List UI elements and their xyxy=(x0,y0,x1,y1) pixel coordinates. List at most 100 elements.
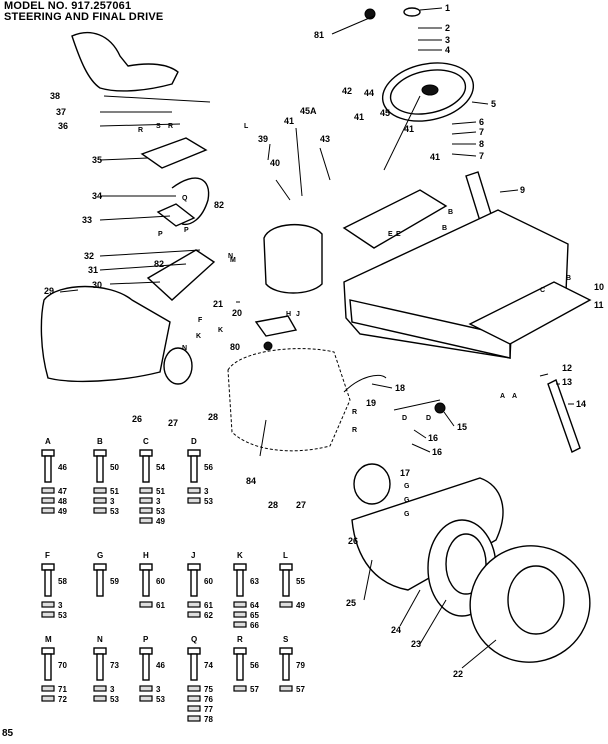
hardware-part-number: 51 xyxy=(156,487,165,496)
letter-g3: G xyxy=(404,511,410,518)
hardware-washer xyxy=(41,497,55,504)
bolt-head xyxy=(139,449,153,457)
hardware-bolt-number: 59 xyxy=(110,577,119,586)
letter-n2: N xyxy=(228,253,233,260)
hardware-bolt-number: 73 xyxy=(110,661,119,670)
hardware-part-number: 53 xyxy=(204,497,213,506)
callout-4: 4 xyxy=(445,45,450,55)
bolt-shank xyxy=(190,455,198,483)
callout-45: 45 xyxy=(380,108,390,118)
bolt-shank xyxy=(236,569,244,597)
hardware-bolt-number: 56 xyxy=(250,661,259,670)
hardware-bolt-number: 70 xyxy=(58,661,67,670)
hardware-letter-k: K xyxy=(237,551,243,560)
callout-25: 25 xyxy=(346,598,356,608)
callout-1: 1 xyxy=(445,3,450,13)
callout-40: 40 xyxy=(270,158,280,168)
drag-link xyxy=(343,374,387,393)
hardware-bolt-number: 63 xyxy=(250,577,259,586)
hardware-washer xyxy=(233,621,247,628)
callout-5: 5 xyxy=(491,99,496,109)
hardware-letter-m: M xyxy=(45,635,52,644)
bolt-shank xyxy=(44,569,52,597)
callout-41a: 41 xyxy=(284,116,294,126)
hardware-washer xyxy=(279,601,293,608)
bolt-head xyxy=(41,647,55,655)
hardware-letter-g: G xyxy=(97,551,103,560)
callout-13: 13 xyxy=(562,377,572,387)
hardware-shapes xyxy=(41,449,293,722)
hardware-washer xyxy=(139,685,153,692)
callout-2: 2 xyxy=(445,23,450,33)
letter-f: F xyxy=(198,317,203,324)
hardware-bolt-number: 54 xyxy=(156,463,165,472)
callout-19: 19 xyxy=(366,398,376,408)
letter-k2: K xyxy=(196,333,201,340)
hardware-letter-s: S xyxy=(283,635,289,644)
hardware-letter-a: A xyxy=(45,437,51,446)
bolt-head xyxy=(93,563,107,571)
hardware-washer xyxy=(233,601,247,608)
hardware-part-number: 47 xyxy=(58,487,67,496)
letter-r2: R xyxy=(168,123,173,130)
hardware-part-number: 57 xyxy=(296,685,305,694)
hardware-washer xyxy=(93,507,107,514)
callout-26a: 26 xyxy=(132,414,142,424)
callout-28a: 28 xyxy=(208,412,218,422)
hardware-bolt-number: 60 xyxy=(156,577,165,586)
callout-32: 32 xyxy=(84,251,94,261)
callout-37: 37 xyxy=(56,107,66,117)
hardware-part-number: 75 xyxy=(204,685,213,694)
letter-a1: A xyxy=(500,393,505,400)
hardware-washer xyxy=(41,507,55,514)
callout-7a: 7 xyxy=(479,127,484,137)
hardware-bolt-number: 74 xyxy=(204,661,213,670)
letter-g2: G xyxy=(404,497,410,504)
callout-3: 3 xyxy=(445,35,450,45)
seat-support-plate xyxy=(156,203,196,227)
bolt-head xyxy=(139,647,153,655)
callout-22: 22 xyxy=(453,669,463,679)
hardware-bolt-number: 58 xyxy=(58,577,67,586)
bolt-head xyxy=(93,449,107,457)
callout-14: 14 xyxy=(576,399,586,409)
callout-45a: 45A xyxy=(300,106,317,116)
seat xyxy=(71,32,179,92)
bolt-shank xyxy=(142,455,150,483)
callout-18: 18 xyxy=(395,383,405,393)
leader-lines xyxy=(59,7,574,669)
insert-1 xyxy=(403,7,421,17)
hardware-bolt-number: 79 xyxy=(296,661,305,670)
left-fender xyxy=(40,285,171,383)
hardware-washer xyxy=(93,685,107,692)
callout-8: 8 xyxy=(479,139,484,149)
bolt-shank xyxy=(142,569,150,597)
letter-e2: E xyxy=(396,231,401,238)
callout-29: 29 xyxy=(44,286,54,296)
letter-r4: R xyxy=(352,427,357,434)
callout-82b: 82 xyxy=(154,259,164,269)
hardware-washer xyxy=(187,601,201,608)
callout-labels: 1 2 3 4 5 6 7 8 7 9 10 11 12 13 14 15 16… xyxy=(44,3,604,679)
bolt-shank xyxy=(96,569,104,597)
hardware-letter-l: L xyxy=(283,551,288,560)
hardware-letter-b: B xyxy=(97,437,103,446)
fender-support xyxy=(146,249,216,301)
hardware-part-number: 3 xyxy=(110,685,115,694)
hardware-part-number: 66 xyxy=(250,621,259,630)
hardware-washer xyxy=(41,601,55,608)
bolt-shank xyxy=(44,455,52,483)
hardware-letter-h: H xyxy=(143,551,149,560)
hardware-legend: A46474849B5051353C545135349D56353F58353G… xyxy=(45,437,305,724)
callout-26b: 26 xyxy=(348,536,358,546)
knob xyxy=(434,402,446,414)
nut-80 xyxy=(263,341,273,351)
callout-82a: 82 xyxy=(214,200,224,210)
callout-43: 43 xyxy=(320,134,330,144)
callout-84: 84 xyxy=(246,476,256,486)
fuel-tank xyxy=(263,223,323,294)
hardware-part-number: 53 xyxy=(110,507,119,516)
letter-e1: E xyxy=(388,231,393,238)
